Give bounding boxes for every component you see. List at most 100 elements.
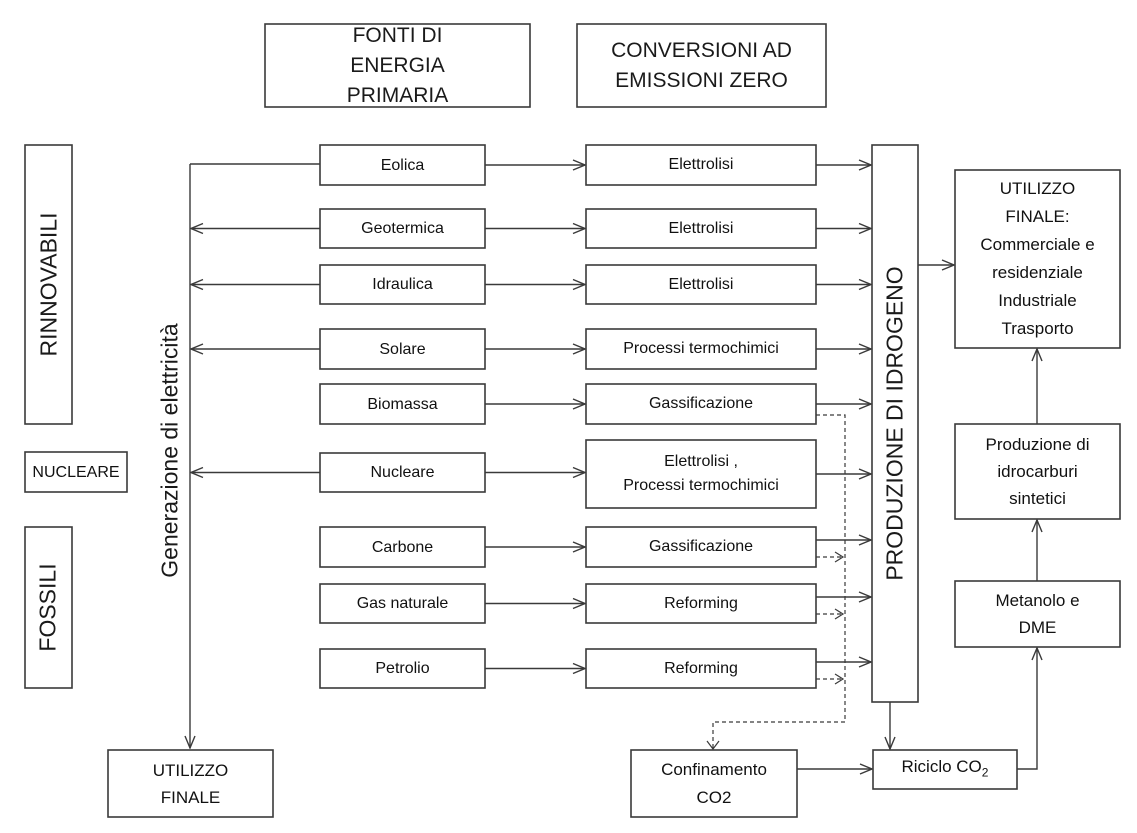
conversion-label: Elettrolisi , Processi termochimici	[586, 440, 816, 508]
conversion-label: Elettrolisi	[586, 145, 816, 185]
co2-confinement-line: CO2	[696, 787, 732, 807]
dashed-co2-capture-path	[712, 414, 846, 749]
category-box-nuclear	[24, 451, 128, 493]
source-label: Eolica	[320, 145, 485, 185]
conversion-label-text: Gassificazione	[648, 538, 754, 555]
synthetic-hydrocarbons-line: sintetici	[1009, 489, 1066, 508]
final-use-left-line: UTILIZZO	[152, 760, 229, 780]
source-label: Geotermica	[320, 209, 485, 248]
conversion-label-text: Processi termochimici	[623, 477, 779, 494]
conversion-label: Gassificazione	[586, 527, 816, 567]
source-box	[319, 452, 486, 493]
category-renewables-text: RINNOVABILI	[35, 212, 61, 357]
header-conversions: CONVERSIONI AD EMISSIONI ZERO	[577, 24, 826, 107]
synthetic-hydrocarbons-line: idrocarburi	[997, 462, 1078, 481]
conversion-label: Gassificazione	[586, 384, 816, 424]
source-label: Petrolio	[320, 649, 485, 688]
co2-recycle-box	[872, 749, 1018, 790]
header-conversions-text: CONVERSIONI AD EMISSIONI ZERO	[611, 38, 792, 92]
dashed-arrowhead	[834, 673, 845, 685]
conversion-box	[585, 439, 817, 509]
electricity-bus-label-text: Generazione di elettricità	[156, 322, 183, 578]
conversion-label: Reforming	[586, 584, 816, 623]
final-use-left-line: FINALE	[160, 787, 221, 807]
source-label-text: Idraulica	[372, 276, 433, 293]
final-use-right-line: FINALE:	[1005, 207, 1070, 226]
final-use-right-line: Trasporto	[1001, 319, 1074, 338]
source-box	[319, 208, 486, 249]
category-box-fossils	[24, 526, 73, 689]
arrow-recycle-to-methanol	[1017, 648, 1037, 770]
synthetic-hydrocarbons-box	[954, 423, 1121, 520]
conversion-box	[585, 208, 817, 249]
category-box-renewables	[24, 144, 73, 425]
conversion-label-text: Gassificazione	[648, 395, 754, 412]
source-label-text: Nucleare	[370, 464, 435, 481]
conversion-box	[585, 144, 817, 186]
methanol-dme: Metanolo e DME	[955, 581, 1120, 647]
final-use-right-line: UTILIZZO	[999, 179, 1076, 198]
conversion-label: Elettrolisi	[586, 265, 816, 304]
source-label: Gas naturale	[320, 584, 485, 623]
final-use-right-line: residenziale	[992, 263, 1083, 282]
conversion-label-text: Reforming	[664, 594, 738, 612]
source-label: Carbone	[320, 527, 485, 567]
dashed-arrowhead	[834, 608, 845, 620]
header-primary-sources: FONTI DI ENERGIA PRIMARIA	[265, 24, 530, 107]
dashed-arrowhead	[706, 740, 720, 750]
final-use-left-box	[107, 749, 274, 818]
co2-recycle: Riciclo CO2	[873, 750, 1017, 789]
conversion-label-text: Reforming	[664, 659, 738, 677]
source-label-text: Solare	[379, 340, 426, 358]
source-label: Biomassa	[320, 384, 485, 424]
final-use-right: UTILIZZO FINALE: Commerciale e residenzi…	[955, 170, 1120, 348]
category-renewables: RINNOVABILI	[25, 145, 72, 424]
conversion-label-text: Elettrolisi ,	[664, 453, 738, 470]
co2-recycle-subscript: 2	[981, 765, 989, 780]
source-box	[319, 144, 486, 186]
category-fossils-text: FOSSILI	[35, 563, 62, 652]
conversion-box	[585, 526, 817, 568]
electricity-bus-label: Generazione di elettricità	[150, 290, 190, 610]
source-box	[319, 648, 486, 689]
co2-confinement-box	[630, 749, 798, 818]
conversion-box	[585, 583, 817, 624]
hydrogen-production-label: PRODUZIONE DI IDROGENO	[872, 145, 918, 702]
source-box	[319, 264, 486, 305]
conversion-box	[585, 383, 817, 425]
synthetic-hydrocarbons-line: Produzione di	[985, 435, 1090, 454]
methanol-dme-line: DME	[1018, 618, 1057, 637]
co2-recycle-main: Riciclo CO	[901, 756, 982, 776]
conversion-box	[585, 648, 817, 689]
source-label: Solare	[320, 329, 485, 369]
source-label-text: Gas naturale	[356, 595, 449, 612]
final-use-right-line: Industriale	[998, 291, 1077, 310]
hydrogen-production-text: PRODUZIONE DI IDROGENO	[881, 266, 908, 581]
methanol-dme-box	[954, 580, 1121, 648]
final-use-right-box	[954, 169, 1121, 349]
category-nuclear-text: NUCLEARE	[32, 463, 120, 481]
source-box	[319, 383, 486, 425]
source-label-text: Geotermica	[361, 220, 444, 237]
conversion-label: Elettrolisi	[586, 209, 816, 248]
source-label: Idraulica	[320, 265, 485, 304]
source-box	[319, 583, 486, 624]
conversion-label-text: Elettrolisi	[668, 219, 734, 237]
source-label-text: Carbone	[371, 538, 434, 556]
conversion-label-text: Processi termochimici	[623, 340, 779, 357]
final-use-left: UTILIZZO FINALE	[108, 750, 273, 817]
header-box-primary-sources	[264, 23, 531, 108]
source-box	[319, 328, 486, 370]
dashed-arrowhead	[834, 551, 845, 563]
co2-confinement-line: Confinamento	[661, 759, 767, 779]
conversion-label: Processi termochimici	[586, 329, 816, 369]
source-label: Nucleare	[320, 453, 485, 492]
source-label-text: Biomassa	[367, 395, 438, 413]
source-label-text: Petrolio	[375, 660, 430, 677]
conversion-label: Reforming	[586, 649, 816, 688]
source-label-text: Eolica	[380, 156, 425, 174]
co2-recycle-text: Riciclo CO2	[902, 757, 989, 782]
final-use-right-line: Commerciale e	[980, 235, 1095, 254]
co2-confinement: Confinamento CO2	[631, 750, 797, 817]
category-nuclear: NUCLEARE	[25, 452, 127, 492]
